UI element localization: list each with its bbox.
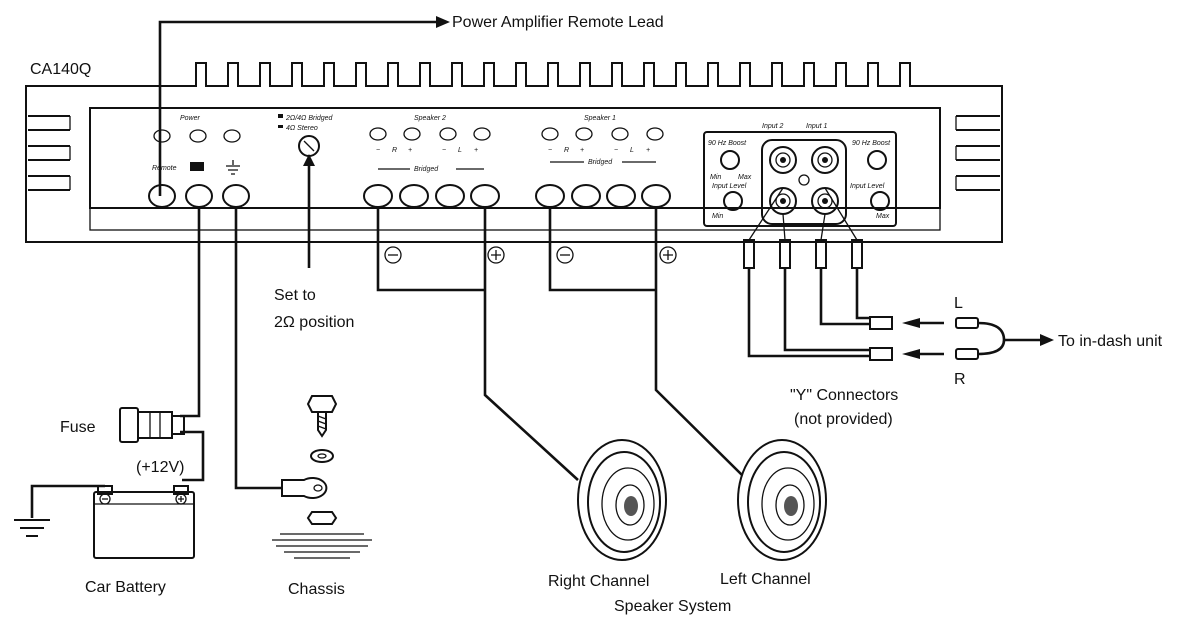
spk1-minus-l: − bbox=[614, 147, 618, 154]
input1-label: Input 1 bbox=[806, 123, 828, 130]
speaker2-bridged-label: Bridged bbox=[414, 166, 439, 173]
battery-icon bbox=[190, 162, 204, 171]
bridge-switch-label-2: 4Ω Stereo bbox=[286, 125, 318, 132]
left-channel-label: Left Channel bbox=[720, 571, 811, 588]
remote-lead-arrow bbox=[436, 16, 450, 28]
bridge-switch: 2Ω/4Ω Bridged 4Ω Stereo bbox=[278, 114, 334, 157]
earth-ground-icon bbox=[14, 519, 50, 537]
bass-boost-right-label: 90 Hz Boost bbox=[852, 140, 891, 147]
remote-lead-label: Power Amplifier Remote Lead bbox=[452, 14, 664, 31]
polarity-symbols bbox=[384, 246, 677, 264]
car-battery bbox=[93, 485, 195, 559]
ground-icon bbox=[226, 160, 240, 175]
input-panel: Input 2 Input 1 90 Hz Boost 90 Hz Boost … bbox=[703, 123, 897, 227]
left-speaker bbox=[737, 439, 827, 561]
chassis-bolt bbox=[272, 395, 372, 559]
spk2-plus: + bbox=[408, 147, 412, 154]
not-provided-label: (not provided) bbox=[794, 411, 893, 428]
set-to-line1: Set to bbox=[274, 287, 316, 304]
y-connectors-label: "Y" Connectors bbox=[790, 387, 898, 404]
amplifier-heatsink bbox=[25, 62, 1003, 243]
input-level-left-label: Input Level bbox=[712, 183, 747, 190]
spk2-r: R bbox=[392, 147, 397, 154]
input-level-left-knob[interactable] bbox=[723, 191, 743, 211]
fuse-label: Fuse bbox=[60, 419, 96, 436]
car-battery-label: Car Battery bbox=[85, 579, 166, 596]
bass-boost-right-knob[interactable] bbox=[867, 150, 887, 170]
speaker-system-label: Speaker System bbox=[614, 598, 731, 615]
chassis-label: Chassis bbox=[288, 581, 345, 598]
spk1-r: R bbox=[564, 147, 569, 154]
in-dash-arrow bbox=[1040, 334, 1054, 346]
set-pointer-arrow bbox=[303, 154, 315, 166]
input-level-right-label: Input Level bbox=[850, 183, 885, 190]
arrow-r bbox=[902, 349, 920, 359]
input-level-right-knob[interactable] bbox=[870, 191, 890, 211]
power-label: Power bbox=[180, 115, 201, 122]
remote-lead-wire bbox=[158, 20, 436, 196]
left-speaker-wire bbox=[548, 206, 743, 476]
speaker1-terminals: Speaker 1 − R + − L + Bridged bbox=[535, 115, 671, 208]
speaker2-label: Speaker 2 bbox=[414, 115, 446, 122]
max-label-2: Max bbox=[876, 213, 890, 220]
spk2-plus-l: + bbox=[474, 147, 478, 154]
bridge-switch-label-1: 2Ω/4Ω Bridged bbox=[285, 115, 334, 122]
spk1-l: L bbox=[630, 147, 634, 154]
input2-label: Input 2 bbox=[762, 123, 784, 130]
model-label: CA140Q bbox=[30, 61, 91, 78]
right-channel-label: Right Channel bbox=[548, 573, 649, 590]
speaker1-bridged-label: Bridged bbox=[588, 159, 613, 166]
right-speaker bbox=[577, 439, 667, 561]
bass-boost-left-label: 90 Hz Boost bbox=[708, 140, 747, 147]
spk1-plus: + bbox=[580, 147, 584, 154]
y-connector-l bbox=[869, 316, 893, 330]
bass-boost-left-knob[interactable] bbox=[720, 150, 740, 170]
arrow-l bbox=[902, 318, 920, 328]
spk2-l: L bbox=[458, 147, 462, 154]
spk1-plus-l: + bbox=[646, 147, 650, 154]
right-speaker-wire bbox=[376, 206, 579, 481]
rca-wire-l bbox=[819, 268, 870, 326]
battery-positive-wire bbox=[180, 206, 205, 482]
fuse-holder bbox=[119, 407, 185, 443]
battery-negative-wire bbox=[30, 484, 105, 518]
right-input-label: R bbox=[954, 371, 966, 388]
power-section: Power Remote bbox=[148, 115, 250, 208]
spk1-minus: − bbox=[548, 147, 552, 154]
spk2-minus: − bbox=[376, 147, 380, 154]
rca-wire-r bbox=[747, 268, 870, 358]
in-dash-label: To in-dash unit bbox=[1058, 333, 1163, 350]
max-label-1: Max bbox=[738, 174, 752, 181]
left-input-label: L bbox=[954, 295, 963, 312]
input-plugs bbox=[955, 317, 1040, 360]
remote-terminal-label: Remote bbox=[152, 165, 177, 172]
y-connector-r bbox=[869, 347, 893, 361]
plus12v-label: (+12V) bbox=[136, 459, 184, 476]
min-label-1: Min bbox=[710, 174, 721, 181]
chassis-ground-wire bbox=[234, 206, 282, 490]
min-label-2: Min bbox=[712, 213, 723, 220]
speaker1-label: Speaker 1 bbox=[584, 115, 616, 122]
set-to-line2: 2Ω position bbox=[274, 314, 354, 331]
spk2-minus-l: − bbox=[442, 147, 446, 154]
speaker2-terminals: Speaker 2 − R + − L + Bridged bbox=[363, 115, 500, 208]
